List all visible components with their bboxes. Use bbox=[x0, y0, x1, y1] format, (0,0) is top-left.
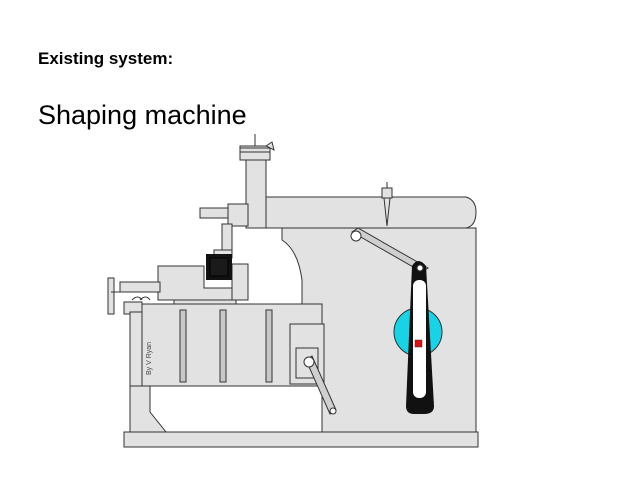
diagram-credit: By V Ryan bbox=[146, 342, 153, 375]
stroke-adjust-screw bbox=[381, 187, 393, 199]
table-rib-mid bbox=[219, 309, 227, 383]
tool-head bbox=[227, 203, 249, 227]
feed-link-pivot bbox=[303, 356, 315, 368]
ram bbox=[261, 196, 477, 229]
slotted-arm-top-pivot bbox=[416, 264, 424, 272]
table-rib-left bbox=[179, 309, 187, 383]
vice-jaw bbox=[231, 263, 249, 301]
slotted-lever-arm bbox=[406, 261, 434, 414]
vice-handle bbox=[107, 277, 115, 315]
stroke-adjust-pointer bbox=[383, 197, 391, 227]
clamp-hook bbox=[131, 296, 151, 301]
vice-screw bbox=[119, 281, 161, 293]
clapper-box bbox=[245, 159, 267, 229]
ram-link bbox=[351, 227, 429, 273]
feed-handle-knob bbox=[265, 141, 275, 151]
ram-link-pivot bbox=[350, 230, 362, 242]
slide-title: Shaping machine bbox=[38, 100, 247, 130]
table-support-post bbox=[129, 311, 143, 387]
feed-handle bbox=[239, 147, 271, 153]
slide-heading: Existing system: bbox=[38, 49, 174, 68]
feed-link-end bbox=[329, 407, 337, 415]
workpiece-block-highlight bbox=[209, 257, 229, 277]
table-support bbox=[129, 385, 168, 433]
tool-head-side bbox=[199, 207, 229, 219]
crank-pin bbox=[414, 339, 423, 348]
base-plate bbox=[123, 431, 479, 448]
table-rib-right bbox=[265, 309, 273, 383]
